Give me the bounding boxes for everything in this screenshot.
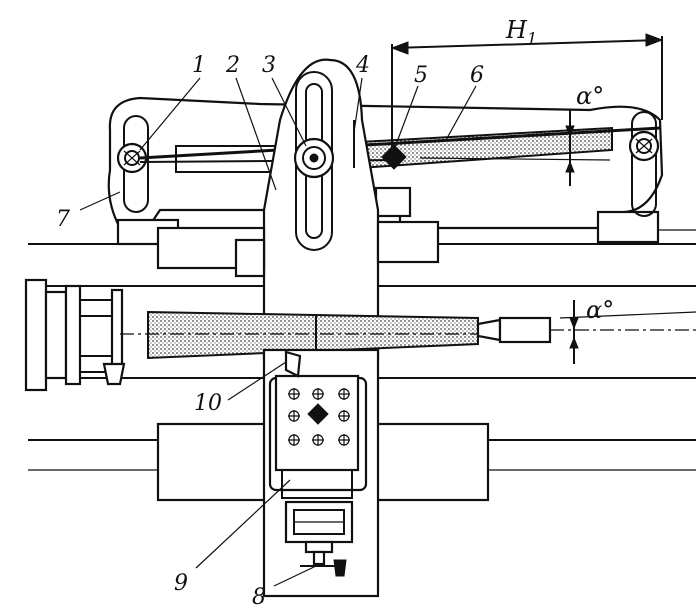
vertical-arm xyxy=(262,58,380,362)
part-labels: 1 2 3 4 5 6 7 8 9 10 H1 α° α° xyxy=(56,16,614,610)
headstock-chuck xyxy=(24,278,126,392)
left-pivot xyxy=(116,115,149,213)
label-10: 10 xyxy=(194,391,222,416)
label-9: 9 xyxy=(174,571,188,596)
right-pivot xyxy=(628,111,660,217)
slider-block xyxy=(381,144,407,170)
label-7: 7 xyxy=(56,207,70,232)
label-5: 5 xyxy=(414,63,428,88)
top-angle-marks xyxy=(565,110,575,186)
label-4: 4 xyxy=(355,53,370,78)
dimension-subscript: 1 xyxy=(527,29,537,48)
leader-lines xyxy=(79,77,477,587)
bottom-angle-marks xyxy=(569,300,579,364)
label-8: 8 xyxy=(252,585,266,610)
angle-label-top: α° xyxy=(576,82,604,110)
dimension-h1 xyxy=(390,33,664,150)
label-3: 3 xyxy=(262,53,276,78)
label-6: 6 xyxy=(470,63,484,88)
tailstock-centre xyxy=(476,311,696,344)
label-2: 2 xyxy=(225,53,240,78)
dimension-label: H1 xyxy=(505,16,537,48)
dimension-letter: H xyxy=(505,16,528,44)
workpiece xyxy=(120,310,480,360)
label-1: 1 xyxy=(192,53,206,78)
cross-feed-handle xyxy=(300,540,347,577)
tool-post-holes xyxy=(288,388,350,446)
angle-label-bottom: α° xyxy=(586,296,614,324)
cutting-tool xyxy=(284,350,302,378)
cross-slide-wings xyxy=(156,220,440,278)
